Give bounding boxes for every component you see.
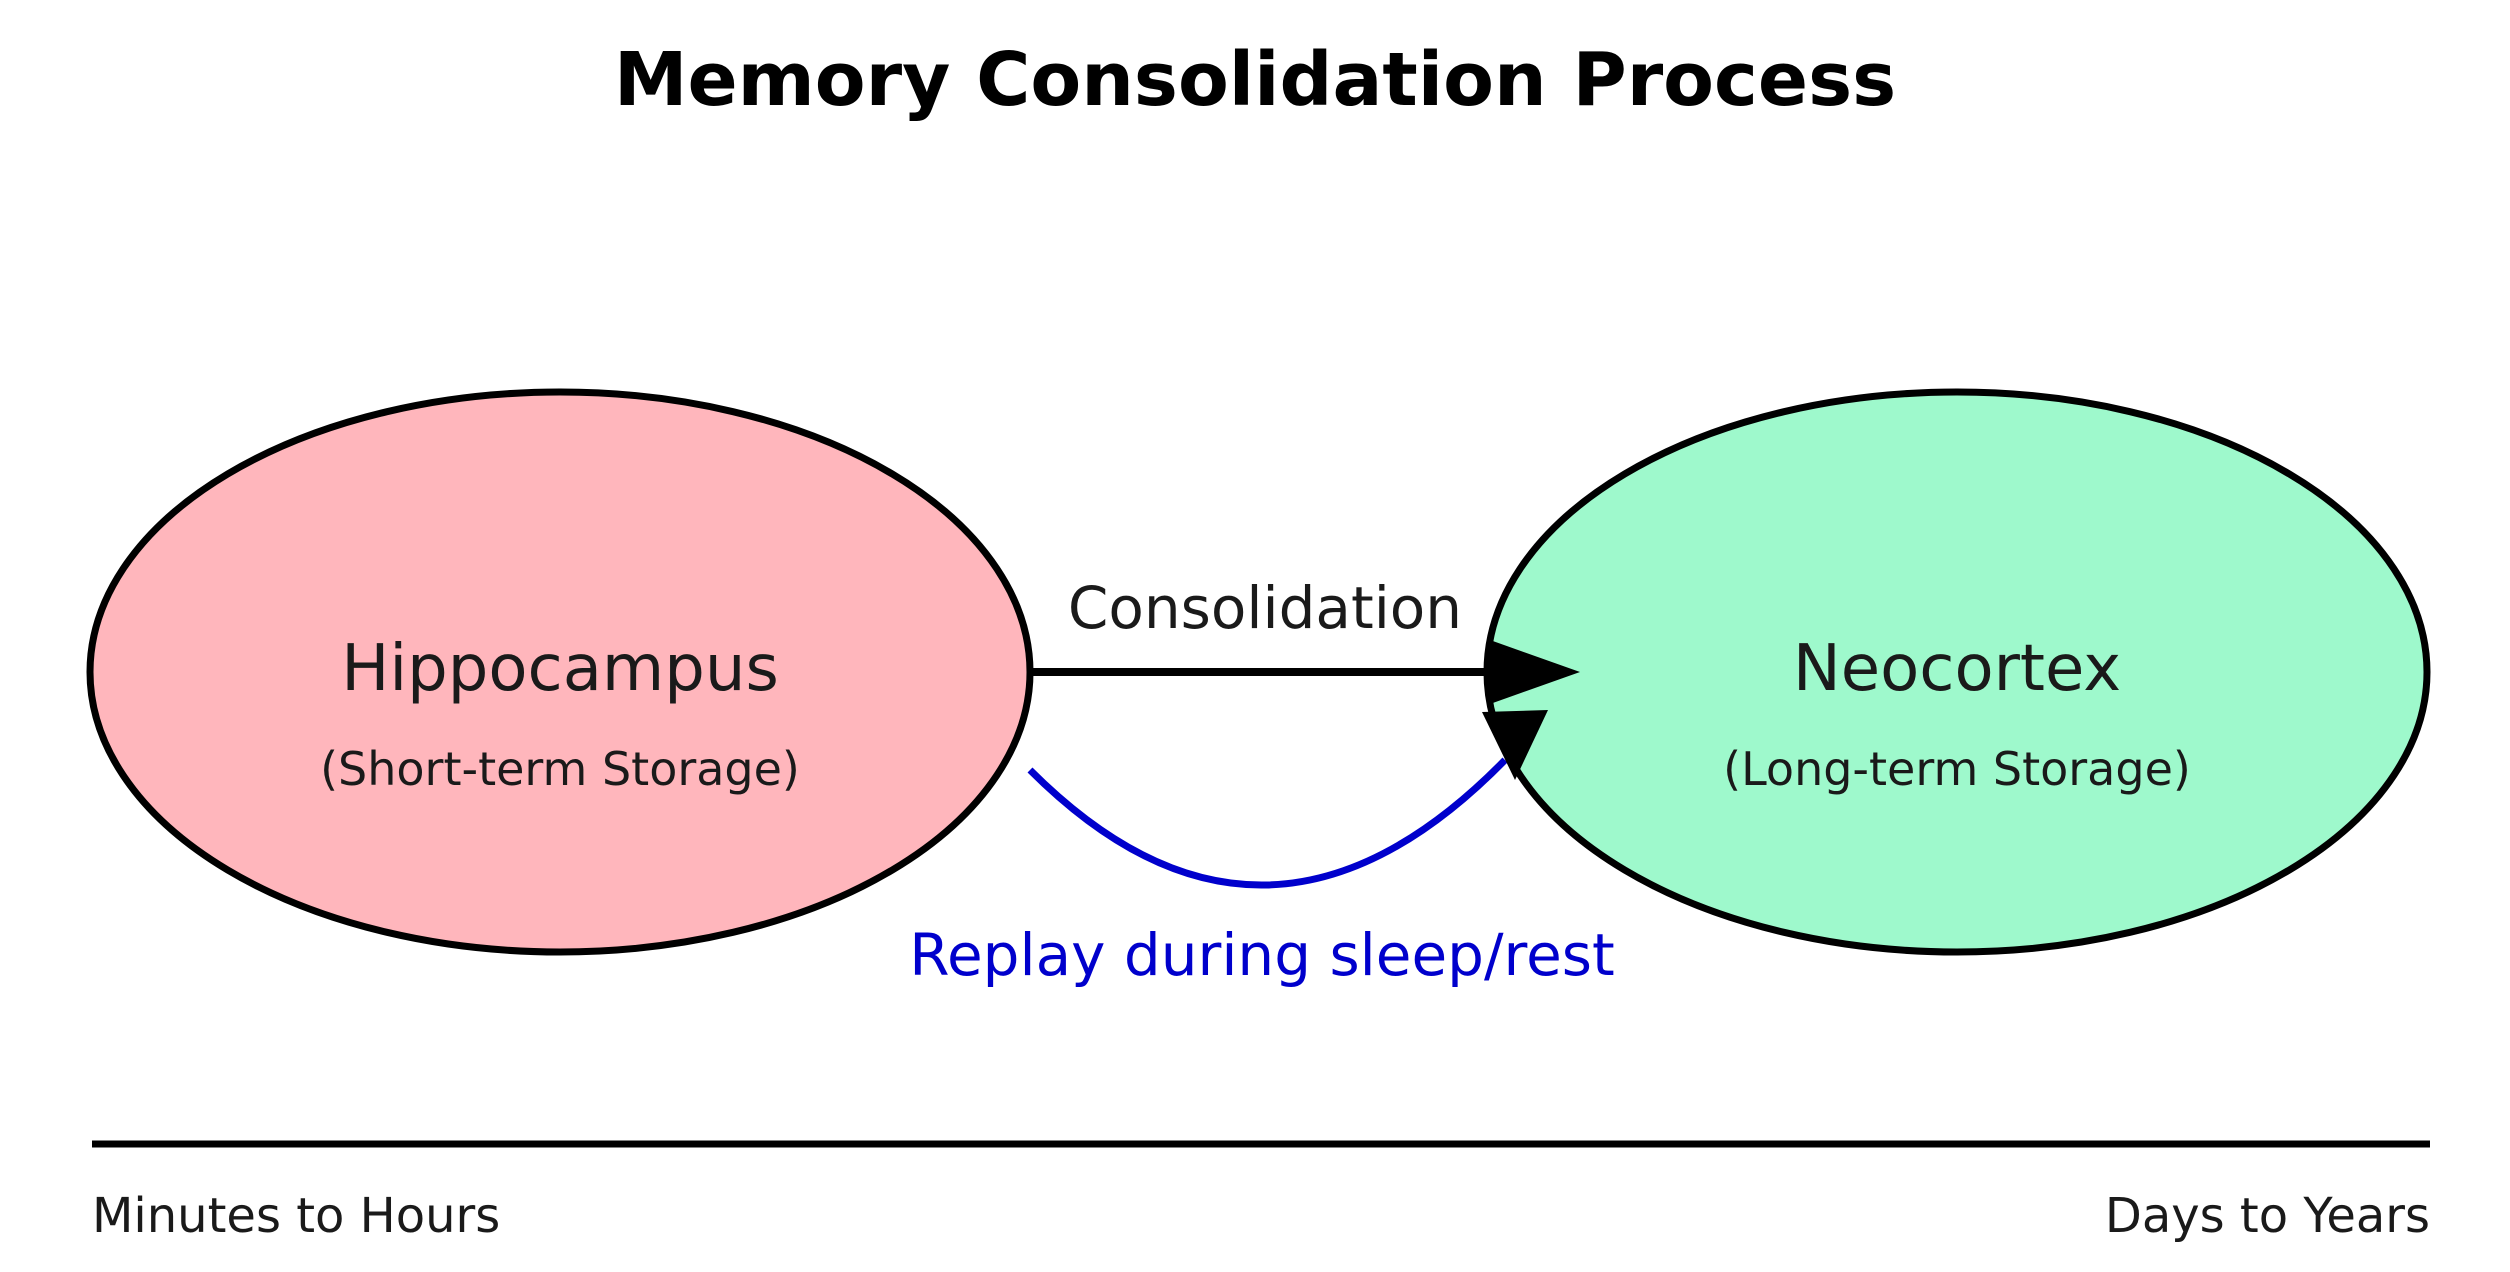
replay-edge: Replay during sleep/rest xyxy=(909,710,1615,989)
neocortex-node: Neocortex (Long-term Storage) xyxy=(1483,388,2431,956)
consolidation-arrowhead xyxy=(1490,640,1580,704)
consolidation-label: Consolidation xyxy=(1068,574,1462,642)
replay-label: Replay during sleep/rest xyxy=(909,921,1614,989)
consolidation-edge: Consolidation xyxy=(1030,574,1580,704)
replay-arrowhead xyxy=(1482,710,1548,780)
hippocampus-sublabel: (Short-term Storage) xyxy=(320,742,800,796)
timeline-start-label: Minutes to Hours xyxy=(92,1188,500,1244)
timeline-end-label: Days to Years xyxy=(2105,1188,2430,1244)
hippocampus-label: Hippocampus xyxy=(341,632,779,706)
neocortex-label: Neocortex xyxy=(1793,632,2121,706)
neocortex-sublabel: (Long-term Storage) xyxy=(1723,742,2191,796)
replay-arrow-curve xyxy=(1027,757,1508,889)
timeline: Minutes to Hours Days to Years xyxy=(92,1140,2430,1244)
diagram-title: Memory Consolidation Process xyxy=(614,37,1896,123)
hippocampus-node: Hippocampus (Short-term Storage) xyxy=(86,388,1034,956)
